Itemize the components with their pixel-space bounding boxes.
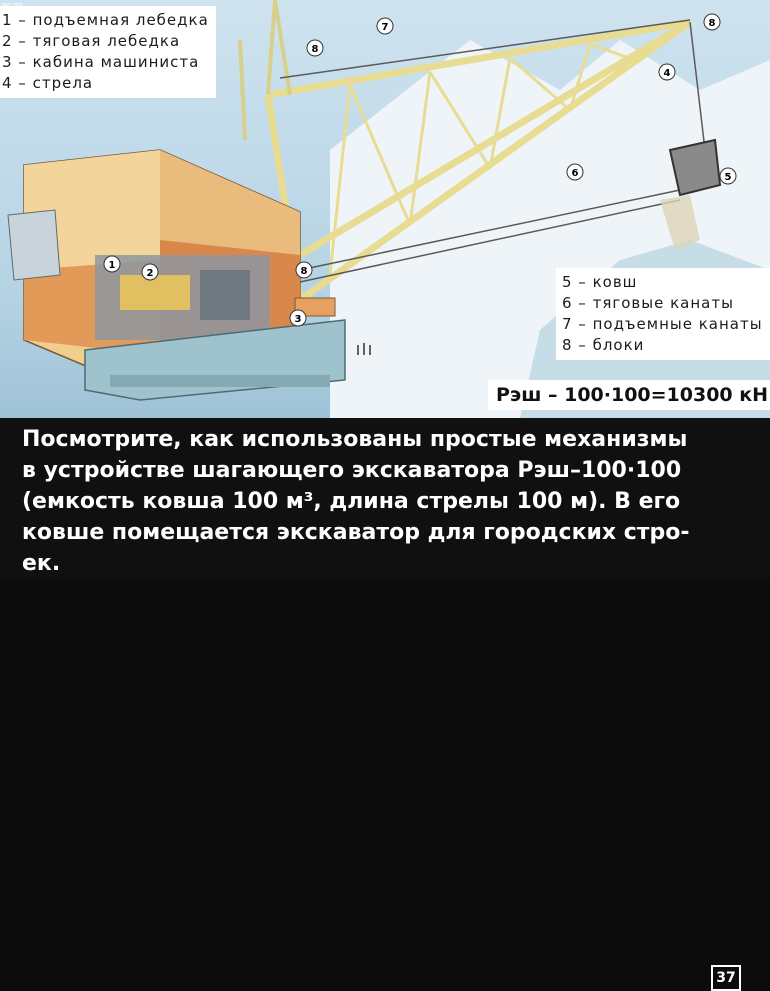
marker-7: 7 (382, 22, 389, 33)
formula-label: Рэш – 100·100=10300 кН (488, 380, 770, 410)
hoist-cables (279, 19, 706, 283)
mast (238, 0, 292, 141)
marker-4: 4 (664, 68, 671, 79)
caption-line-4: ковше помещается экскаватор для городски… (22, 520, 690, 545)
legend-item-blocks: 8 – блоки (562, 336, 645, 354)
legend-bottom: 5 – ковш 6 – тяговые канаты 7 – подъемны… (556, 268, 770, 360)
illustration: 8 7 4 8 6 5 1 2 8 3 1 – подъемная лебедк… (0, 0, 770, 418)
boom-lattice (328, 42, 641, 276)
people-scale (357, 343, 371, 355)
page-number: 37 (711, 965, 741, 991)
marker-5: 5 (725, 172, 732, 183)
gears (200, 270, 250, 320)
caption-line-2: в устройстве шагающего экскаватора Рэш–1… (22, 458, 682, 483)
legend-item-drag-winch: 2 – тяговая лебедка (2, 32, 181, 50)
legend-item-boom: 4 – стрела (2, 74, 94, 92)
legend-item-operator-cab: 3 – кабина машиниста (2, 53, 200, 71)
winch (120, 275, 190, 310)
marker-6: 6 (572, 168, 579, 179)
caption-panel: Посмотрите, как использованы простые мех… (0, 418, 770, 991)
marker-1: 1 (109, 260, 116, 271)
legend-top: 1 – подъемная лебедка 2 – тяговая лебедк… (0, 6, 216, 98)
caption-text: Посмотрите, как использованы простые мех… (22, 424, 752, 579)
marker-8a: 8 (312, 44, 319, 55)
machine-body (7, 149, 336, 373)
corner-mark: РСДБ (2, 2, 25, 11)
markers: 8 7 4 8 6 5 1 2 8 3 (103, 13, 737, 327)
marker-3: 3 (295, 314, 302, 325)
operator-cab (294, 297, 336, 317)
legend-item-hoist-ropes: 7 – подъемные канаты (562, 315, 763, 333)
legend-item-hoist-winch: 1 – подъемная лебедка (2, 11, 209, 29)
legend-item-bucket: 5 – ковш (562, 273, 638, 291)
walking-shoe (7, 209, 61, 281)
bucket (660, 138, 722, 250)
marker-8c: 8 (301, 266, 308, 277)
base-platform (84, 319, 346, 401)
caption-line-5: ек. (22, 551, 61, 576)
walking-excavator-diagram: 8 7 4 8 6 5 1 2 8 3 (7, 0, 770, 418)
marker-8b: 8 (709, 18, 716, 29)
caption-line-1: Посмотрите, как использованы простые мех… (22, 427, 688, 452)
caption-line-3: (емкость ковша 100 м³, длина стрелы 100 … (22, 489, 681, 514)
marker-2: 2 (147, 268, 154, 279)
legend-item-drag-ropes: 6 – тяговые канаты (562, 294, 734, 312)
